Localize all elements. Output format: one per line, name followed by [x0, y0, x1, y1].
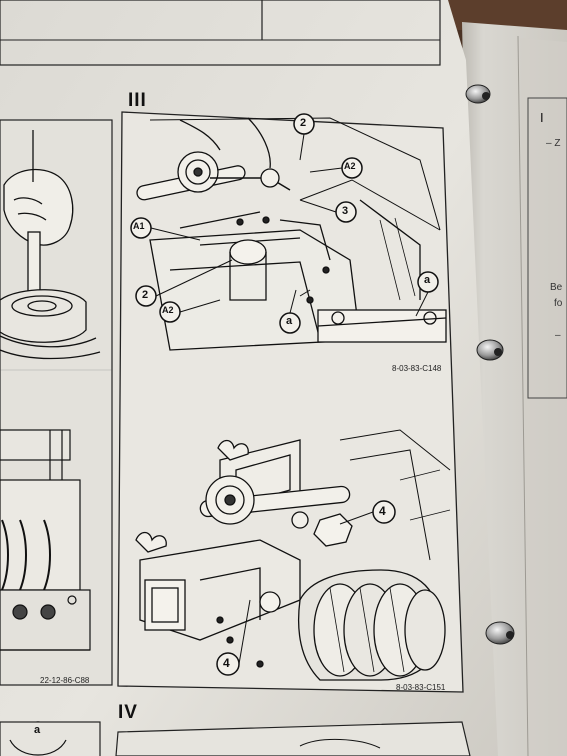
callout-a-mid: a — [286, 315, 293, 327]
callout-4-lower: 4 — [223, 656, 230, 670]
callout-2-top: 2 — [300, 117, 307, 129]
callout-a-inset: a — [424, 274, 431, 286]
binder-rings — [465, 84, 515, 645]
callout-a2-upper: A2 — [344, 161, 356, 171]
figure-code-bottom-right: 8-03-83-C151 — [396, 683, 446, 692]
right-page-fo: fo — [554, 298, 563, 309]
figure-code-top-right: 8-03-83-C148 — [392, 364, 442, 373]
callout-a-bottom: a — [34, 724, 41, 736]
lower-figure-drawing — [135, 429, 451, 681]
upper-figure-drawing — [136, 117, 447, 351]
callout-a1: A1 — [133, 221, 145, 231]
engine-block-drawing — [0, 429, 91, 651]
right-page-dash: – Z — [546, 138, 561, 149]
figure-code-left: 22-12-86-C88 — [40, 676, 90, 685]
callout-3: 3 — [342, 205, 349, 217]
right-page-roman: I — [540, 110, 544, 125]
right-page-dash2: – — [555, 330, 561, 341]
section-label-iv: IV — [118, 702, 138, 723]
callout-4-upper: 4 — [379, 504, 386, 518]
binder-ring-bottom — [485, 621, 515, 645]
right-page-be: Be — [550, 282, 563, 293]
hand-tool-drawing — [0, 130, 101, 360]
callout-2-left: 2 — [142, 289, 149, 301]
section-label-iii: III — [128, 90, 147, 111]
callout-a2-lower: A2 — [162, 305, 174, 315]
